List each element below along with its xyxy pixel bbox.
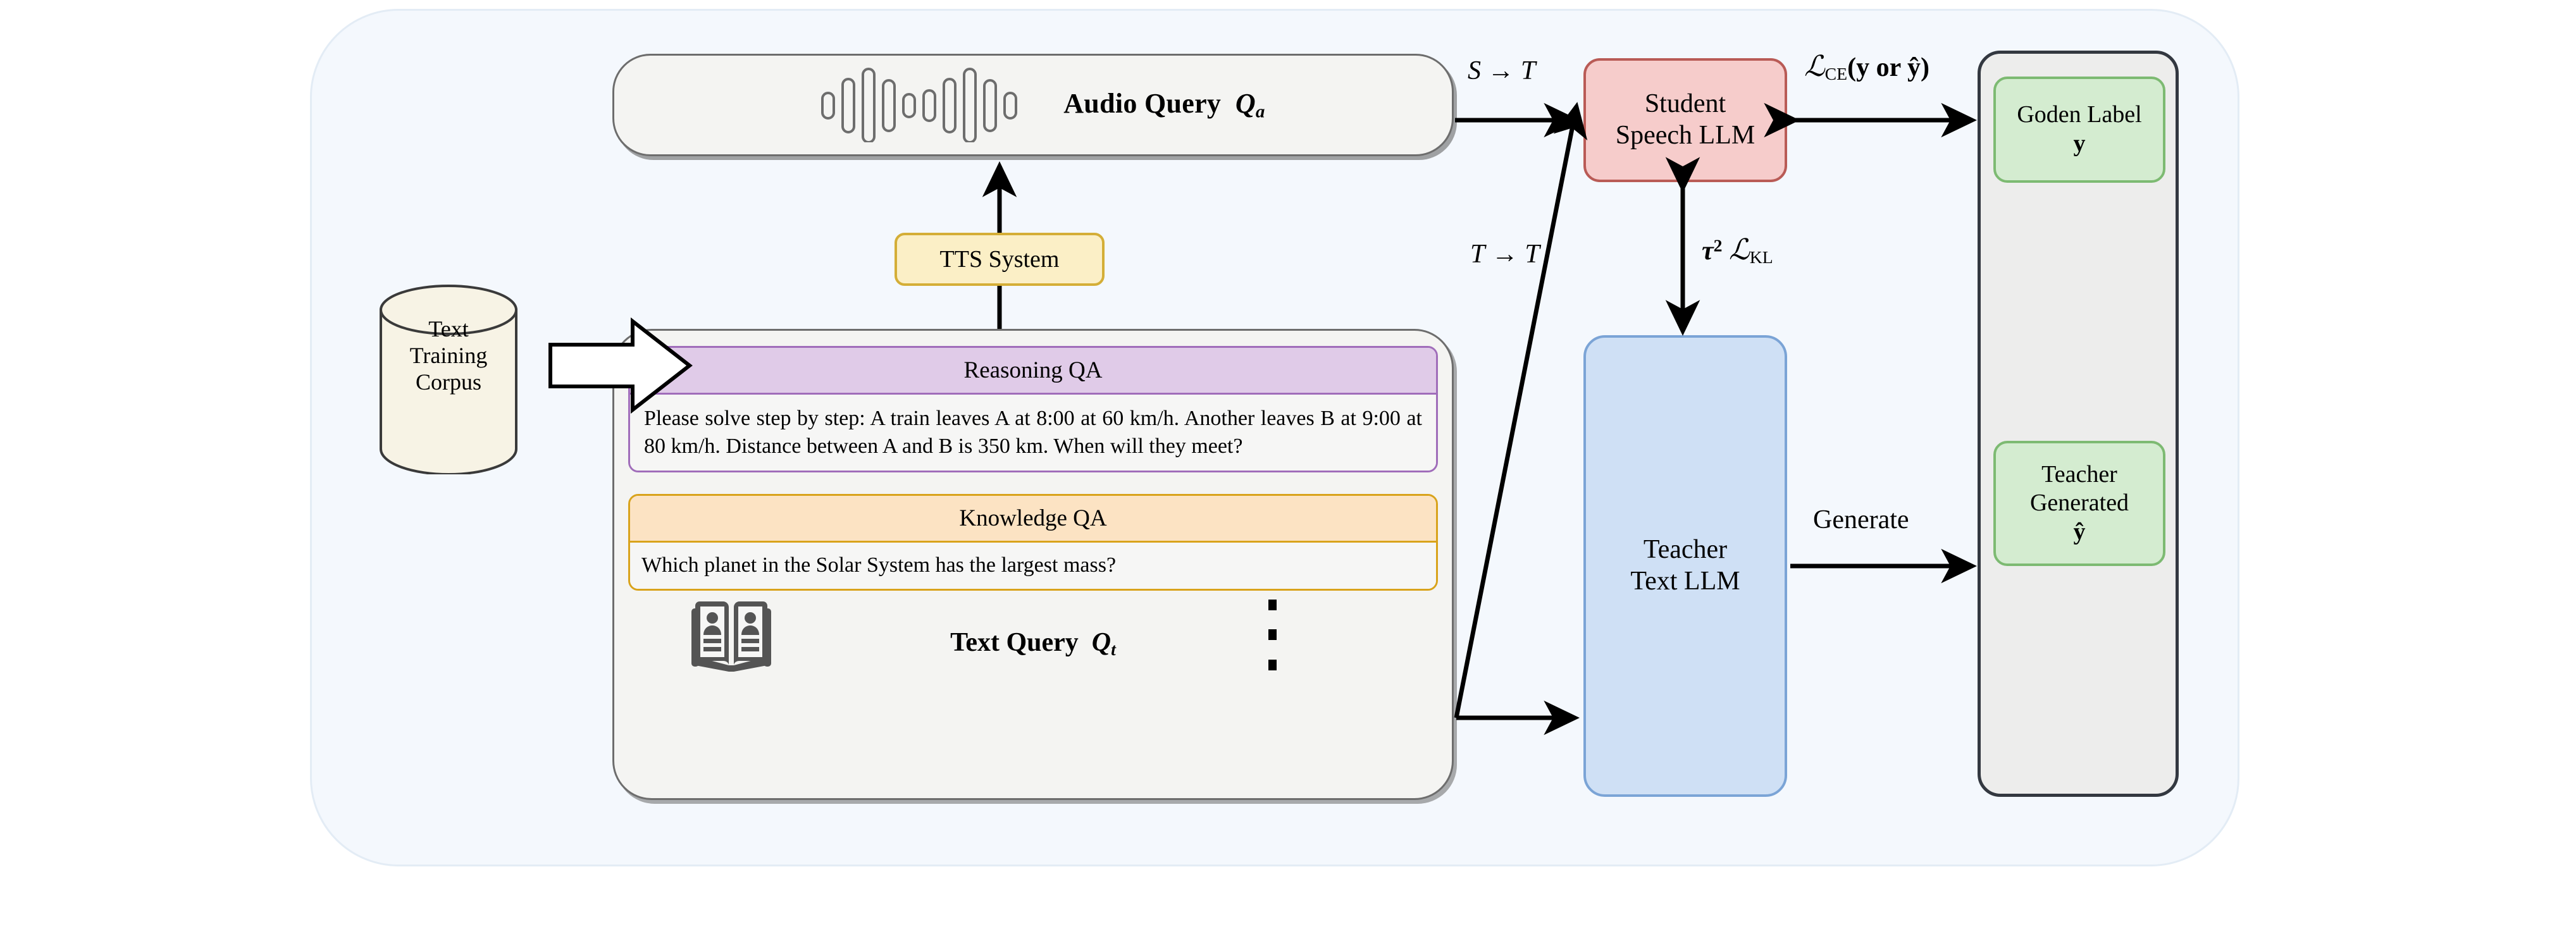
vertical-ellipsis-icon [1268,599,1277,670]
golden-label-text: Goden Label [2017,101,2142,128]
corpus-line-2: Training [409,342,488,368]
kl-loss-subscript: KL [1749,247,1773,268]
audio-query-card[interactable]: Audio Query Qa [612,54,1454,156]
knowledge-qa-block[interactable]: Knowledge QA Which planet in the Solar S… [628,494,1438,591]
corpus-line-3: Corpus [415,369,481,395]
edge-label-generate: Generate [1813,505,1909,534]
golden-label-box[interactable]: Goden Label y [1993,77,2165,183]
text-query-card[interactable]: Reasoning QA Please solve step by step: … [612,329,1454,800]
knowledge-qa-header: Knowledge QA [630,496,1436,543]
audio-query-label: Audio Query Qa [1063,87,1265,122]
t-to-t-to: T [1525,240,1540,269]
teacher-generated-line-1: Teacher [2041,460,2117,488]
edge-label-text-to-text: T → T [1470,239,1540,269]
ce-loss-subscript: CE [1824,64,1848,84]
audio-query-symbol-sub: a [1255,101,1265,122]
text-training-corpus-cylinder [380,285,517,474]
edge-label-speech-to-text: S → T [1468,56,1535,86]
t-to-t-arrow: → [1491,240,1518,269]
edge-label-ce-loss: ℒCE(y or ŷ) [1804,49,1929,84]
teacher-generated-box[interactable]: Teacher Generated ŷ [1993,441,2165,566]
student-llm-line-1: Student [1644,89,1726,119]
audio-query-text: Audio Query [1063,88,1222,120]
teacher-llm-line-1: Teacher [1643,535,1728,565]
s-to-t-arrow: → [1487,56,1514,85]
knowledge-qa-body: Which planet in the Solar System has the… [630,543,1436,589]
kl-tau-symbol: τ [1702,237,1714,266]
text-query-symbol: Q [1091,627,1112,657]
kl-tau-exponent: 2 [1713,235,1723,256]
reasoning-qa-block[interactable]: Reasoning QA Please solve step by step: … [628,346,1438,473]
reasoning-qa-header: Reasoning QA [630,348,1436,395]
ce-loss-symbol: ℒ [1804,51,1825,82]
teacher-text-llm-box[interactable]: Teacher Text LLM [1583,335,1787,797]
t-to-t-from: T [1470,240,1485,269]
edge-label-kl-loss: τ2 ℒKL [1702,233,1773,268]
open-book-people-icon [691,601,771,672]
teacher-generated-line-2: Generated [2029,490,2129,517]
student-speech-llm-box[interactable]: Student Speech LLM [1583,58,1787,182]
golden-label-symbol: y [2073,130,2086,157]
teacher-llm-line-2: Text LLM [1630,567,1740,596]
tts-system-box[interactable]: TTS System [895,233,1105,286]
kl-loss-symbol: ℒ [1729,234,1750,266]
text-training-corpus-label: Text Training Corpus [380,316,517,395]
text-query-text: Text Query [950,627,1079,657]
corpus-line-1: Text [428,316,469,342]
student-llm-line-2: Speech LLM [1615,121,1756,150]
s-to-t-from: S [1468,56,1481,85]
targets-panel: Goden Label y Teacher Generated ŷ [1978,51,2179,797]
text-query-label: Text Query Qt [628,627,1438,660]
audio-waveform-icon [821,68,1018,142]
text-query-footer: Text Query Qt [628,594,1438,689]
s-to-t-to: T [1521,56,1536,85]
text-query-symbol-sub: t [1111,639,1116,659]
audio-query-symbol: Q [1235,88,1256,120]
tts-system-label: TTS System [939,246,1060,273]
ce-loss-args: (y or ŷ) [1847,53,1929,82]
reasoning-qa-body: Please solve step by step: A train leave… [630,395,1436,471]
teacher-generated-symbol: ŷ [2073,518,2086,545]
